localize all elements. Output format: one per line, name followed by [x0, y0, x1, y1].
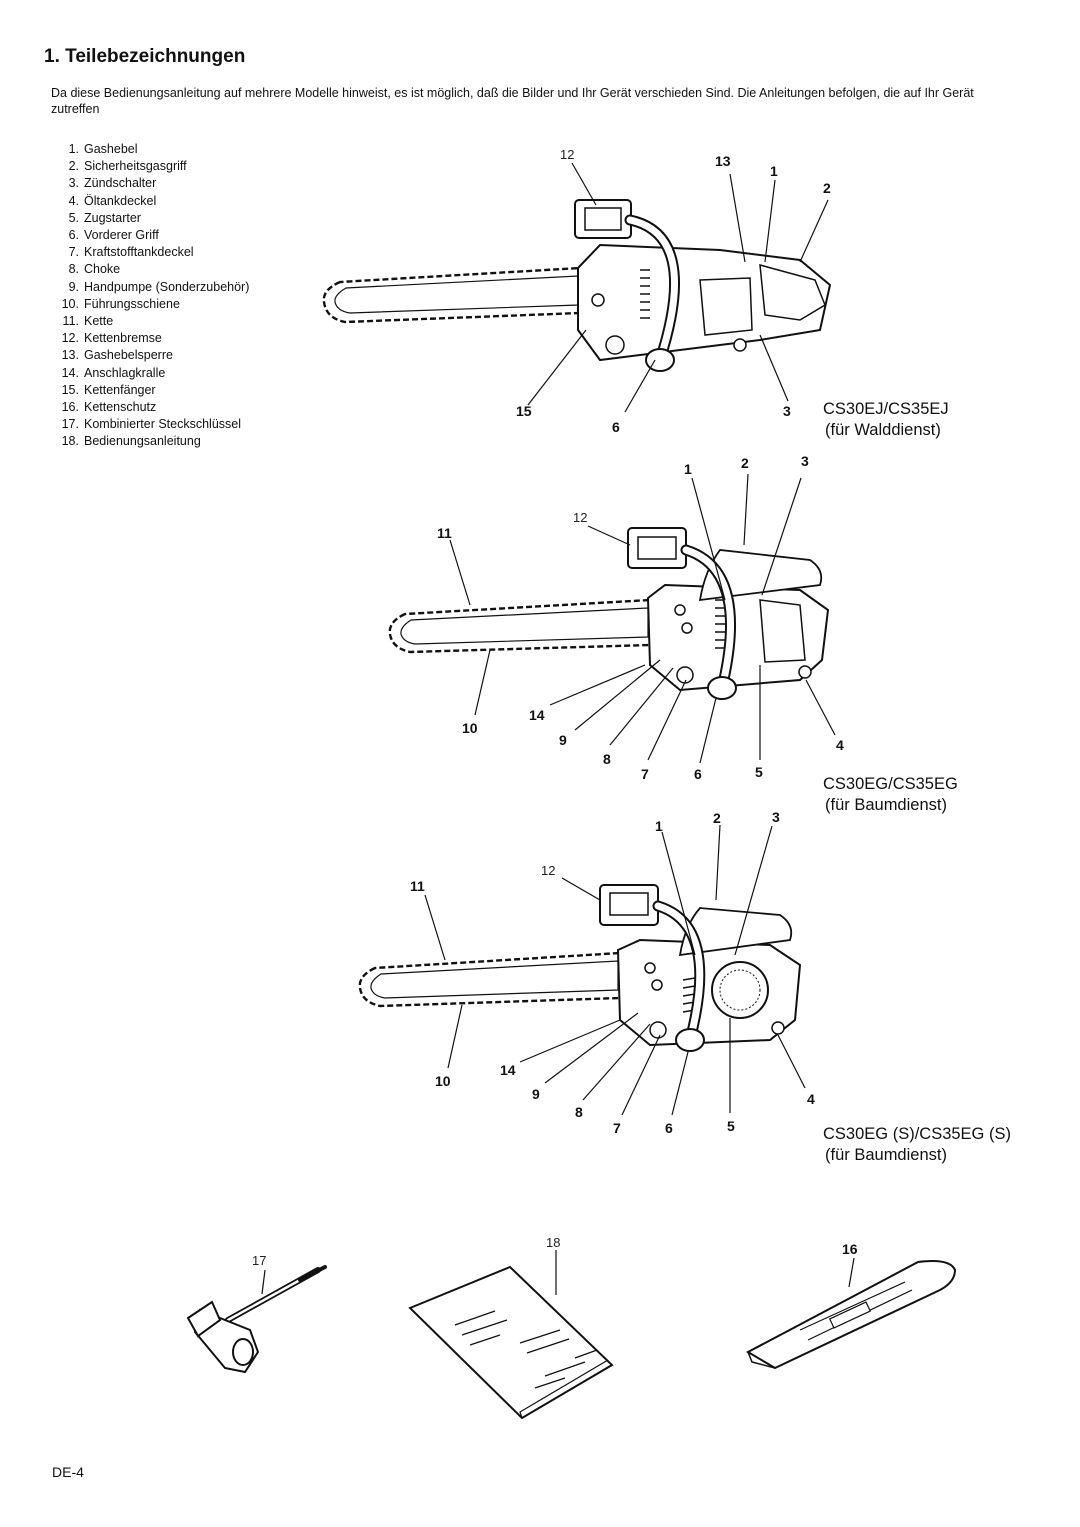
list-item: 14.Anschlagkralle — [61, 365, 166, 380]
callout-18: 18 — [546, 1235, 560, 1250]
callout-5: 5 — [727, 1118, 735, 1134]
list-item: 11.Kette — [62, 314, 114, 329]
callout-6: 6 — [694, 766, 702, 782]
list-item: 17.Kombinierter Steckschlüssel — [61, 417, 242, 432]
callout-9: 9 — [532, 1086, 540, 1102]
page-title: 1. Teilebezeichnungen — [44, 46, 246, 67]
list-item: 10.Führungsschiene — [61, 296, 180, 311]
callout-14: 14 — [529, 707, 545, 723]
callout-2: 2 — [713, 810, 721, 826]
callout-2: 2 — [823, 180, 831, 196]
callout-8: 8 — [575, 1104, 583, 1120]
callout-5: 5 — [755, 764, 763, 780]
callout-10: 10 — [462, 720, 478, 736]
list-item: 3.Zündschalter — [68, 176, 157, 191]
intro-text: Da diese Bedienungsanleitung auf mehrere… — [51, 86, 974, 116]
list-item: 13.Gashebelsperre — [61, 348, 173, 363]
list-item: 5.Zugstarter — [68, 210, 141, 225]
spanner-drawing: 17 — [186, 1253, 327, 1374]
callout-4: 4 — [836, 737, 844, 753]
callout-16: 16 — [842, 1241, 858, 1257]
callout-13: 13 — [715, 153, 731, 169]
callout-14: 14 — [500, 1062, 516, 1078]
callout-11: 11 — [410, 878, 425, 894]
callout-15: 15 — [516, 403, 532, 419]
chainsaw-ej-drawing: 12 13 1 2 15 6 3 — [322, 147, 832, 435]
parts-list: 1.Gashebel 2.Sicherheitsgasgriff 3.Zünds… — [58, 141, 250, 451]
callout-1: 1 — [770, 163, 778, 179]
callout-6: 6 — [612, 419, 620, 435]
list-item: 6.Vorderer Griff — [68, 228, 159, 243]
callout-12: 12 — [541, 863, 555, 878]
callout-2: 2 — [741, 455, 749, 471]
callout-7: 7 — [613, 1120, 621, 1136]
callout-1: 1 — [655, 818, 663, 834]
callout-9: 9 — [559, 732, 567, 748]
list-item: 9.Handpumpe (Sonderzubehör) — [68, 279, 250, 294]
list-item: 12.Kettenbremse — [61, 331, 162, 346]
list-item: 4.Öltankdeckel — [68, 193, 157, 208]
callout-3: 3 — [772, 809, 780, 825]
page-number: DE-4 — [52, 1464, 84, 1480]
list-item: 2.Sicherheitsgasgriff — [68, 159, 187, 174]
list-item: 1.Gashebel — [68, 142, 138, 156]
chain-guard-drawing: 16 — [745, 1241, 957, 1370]
list-item: 8.Choke — [68, 262, 121, 277]
figure-caption-ej: CS30EJ/CS35EJ(für Walddienst) — [823, 400, 949, 439]
list-item: 15.Kettenfänger — [61, 382, 156, 397]
callout-12: 12 — [573, 510, 587, 525]
chainsaw-eg-s-drawing: 1 2 3 12 11 10 14 9 8 7 6 5 4 — [358, 809, 815, 1136]
figure-caption-eg-s: CS30EG (S)/CS35EG (S)(für Baumdienst) — [823, 1125, 1011, 1164]
callout-6: 6 — [665, 1120, 673, 1136]
manual-drawing: 18 — [408, 1235, 614, 1420]
callout-17: 17 — [252, 1253, 266, 1268]
callout-12: 12 — [560, 147, 574, 162]
callout-3: 3 — [783, 403, 791, 419]
list-item: 7.Kraftstofftankdeckel — [68, 245, 194, 260]
callout-4: 4 — [807, 1091, 815, 1107]
callout-10: 10 — [435, 1073, 451, 1089]
callout-11: 11 — [437, 525, 452, 541]
callout-8: 8 — [603, 751, 611, 767]
figure-caption-eg: CS30EG/CS35EG(für Baumdienst) — [823, 775, 958, 814]
callout-7: 7 — [641, 766, 649, 782]
chainsaw-eg-drawing: 1 2 3 12 11 10 14 9 8 7 6 5 4 — [388, 453, 844, 782]
list-item: 18.Bedienungsanleitung — [61, 434, 201, 449]
callout-1: 1 — [684, 461, 692, 477]
callout-3: 3 — [801, 453, 809, 469]
list-item: 16.Kettenschutz — [61, 400, 157, 415]
